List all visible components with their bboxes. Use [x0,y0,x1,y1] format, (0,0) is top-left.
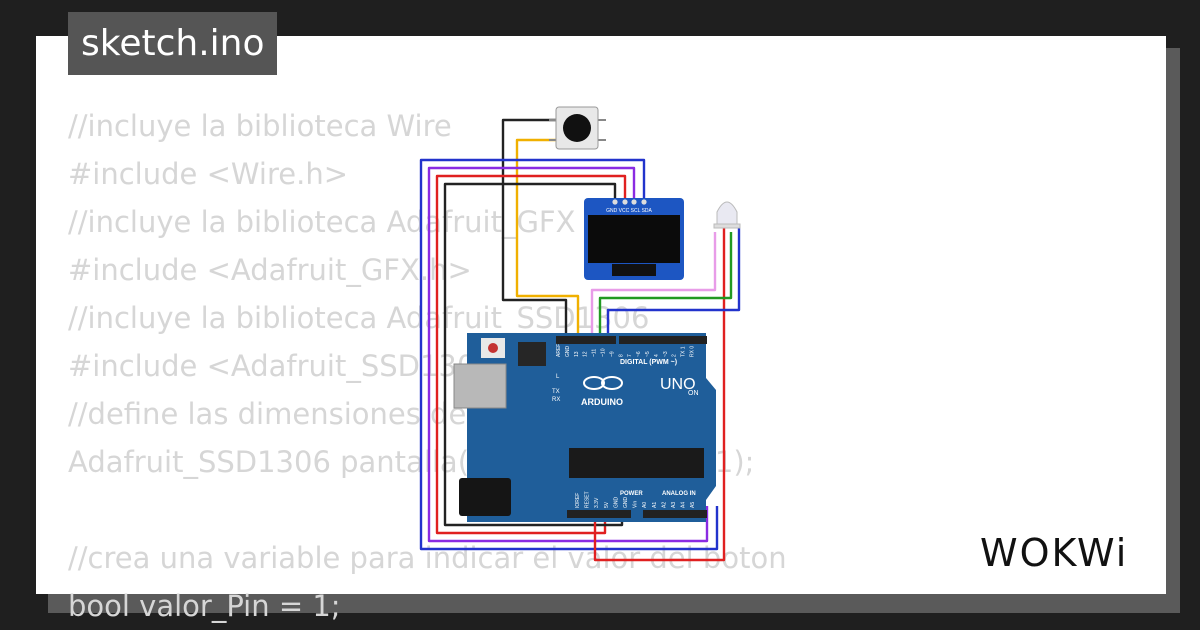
wire-purple-oled-scl [427,166,709,543]
pin-label: A3 [671,502,677,508]
power-label: POWER [620,491,643,497]
button-cap-icon[interactable] [563,114,591,142]
code-line: #include <Wire.h> [68,157,349,191]
code-line: //crea una variable para indicar el valo… [68,541,787,575]
wire-red-led [593,226,726,562]
pin-label: 12 [583,351,589,357]
board-brand: ARDUINO [581,397,623,407]
oled-pin-scl: SCL [631,208,641,214]
code-line: //incluye la biblioteca Adafruit_GFX [68,205,576,239]
pin-label: A4 [681,502,687,508]
svg-text:GND VCC SCL: GND VCC SCL SDA [606,208,652,214]
pin-label: A0 [642,502,648,508]
code-line: bool valor_Pin = 1; [68,589,341,623]
digital-label: DIGITAL (PWM ~) [620,359,677,366]
pin-label: IOREF [575,493,581,508]
analog-label: ANALOG IN [662,491,696,497]
pin-label: RX 0 [690,346,696,357]
logo-text: WOKWi [980,531,1128,575]
oled-screen [588,215,680,263]
pin-label: A1 [652,502,658,508]
pin-label: 4 [654,354,660,357]
l-label: L [556,374,560,380]
on-label: ON [688,390,699,397]
oled-pin-vcc: VCC [619,208,630,214]
pin-label: A5 [690,502,696,508]
atmega-chip [569,448,704,478]
pin-label: ~3 [663,351,669,357]
pin-label: 2 [672,354,678,357]
pin-label: GND [613,497,619,509]
pin-label: Vin [633,501,639,508]
pin-label: 8 [618,354,624,357]
pin-label: 5V [604,501,610,508]
board-model: UNO [660,376,696,393]
pin-label: ~11 [592,349,598,357]
pin-label: TX 1 [681,346,687,357]
code-line: //incluye la biblioteca Wire [68,109,452,143]
pin-label: ~6 [636,351,642,357]
pin-label: RESET [585,491,591,508]
rgb-led [713,201,741,229]
code-line: //incluye la biblioteca Adafruit_SSD1306 [68,301,650,335]
pin-label: 3.3V [594,497,600,508]
rx-label: RX [552,397,560,403]
pin-label: ~10 [601,348,607,357]
pin-label: 13 [574,351,580,357]
usb-port [453,363,507,409]
wire-green-led [598,232,733,336]
wire-orange-button [515,138,580,336]
wire-blue-led [606,226,741,336]
sketch-tab[interactable]: sketch.ino [68,12,278,75]
push-button-component[interactable] [549,106,606,150]
wire-pink-led [590,232,717,336]
tx-label: TX [552,389,560,395]
pin-label: GND [623,497,629,509]
power-jack [459,478,511,516]
wire-black-button [501,118,568,336]
oled-pin-sda: SDA [642,208,653,214]
arduino-uno-board: UNO ARDUINO DIGITAL (PWM ~) POWER ANALOG… [453,333,716,522]
pin-label: ~9 [609,351,615,357]
code-line: #include <Adafruit_GFX.h> [68,253,472,287]
oled-pin-gnd: GND [606,208,618,214]
wire-blue-oled-sda [419,158,719,551]
wire-red-oled-vcc [435,174,627,535]
wokwi-logo: WOKWi [980,531,1128,575]
oled-display: GND VCC SCL SDA [584,198,684,280]
pin-label: 7 [627,354,633,357]
pin-label: GND [565,346,571,358]
pin-label: A2 [661,502,667,508]
pin-label: AREF [556,344,562,357]
pin-label: ~5 [645,351,651,357]
